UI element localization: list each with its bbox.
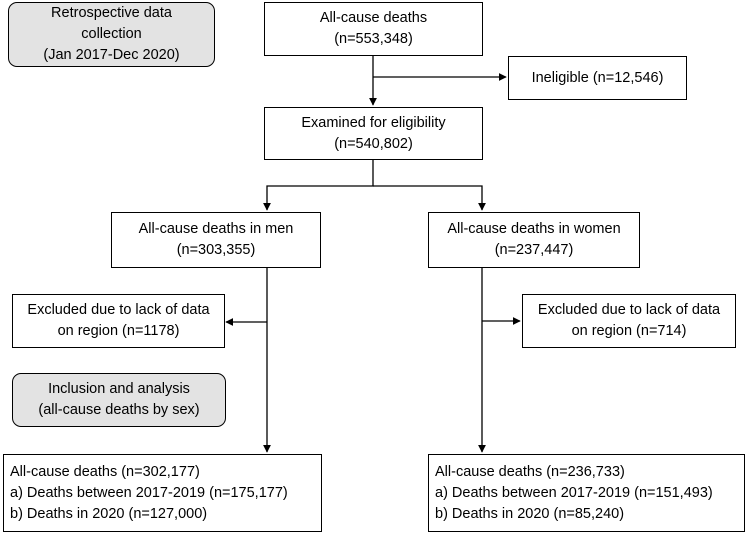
- excluded-men-box: Excluded due to lack of data on region (…: [12, 294, 225, 348]
- all-cause-deaths-box: All-cause deaths (n=553,348): [264, 2, 483, 56]
- deaths-women-box: All-cause deaths in women (n=237,447): [428, 212, 640, 268]
- final-women-box: All-cause deaths (n=236,733) a) Deaths b…: [428, 454, 745, 532]
- deaths-men-box: All-cause deaths in men (n=303,355): [111, 212, 321, 268]
- examined-eligibility-box: Examined for eligibility (n=540,802): [264, 107, 483, 160]
- ineligible-box: Ineligible (n=12,546): [508, 56, 687, 100]
- inclusion-analysis-box: Inclusion and analysis (all-cause deaths…: [12, 373, 226, 427]
- excluded-women-box: Excluded due to lack of data on region (…: [522, 294, 736, 348]
- final-men-box: All-cause deaths (n=302,177) a) Deaths b…: [3, 454, 322, 532]
- split-connector: [263, 160, 374, 211]
- retrospective-collection-box: Retrospective data collection (Jan 2017-…: [8, 2, 215, 67]
- split-connector-right: [373, 185, 486, 211]
